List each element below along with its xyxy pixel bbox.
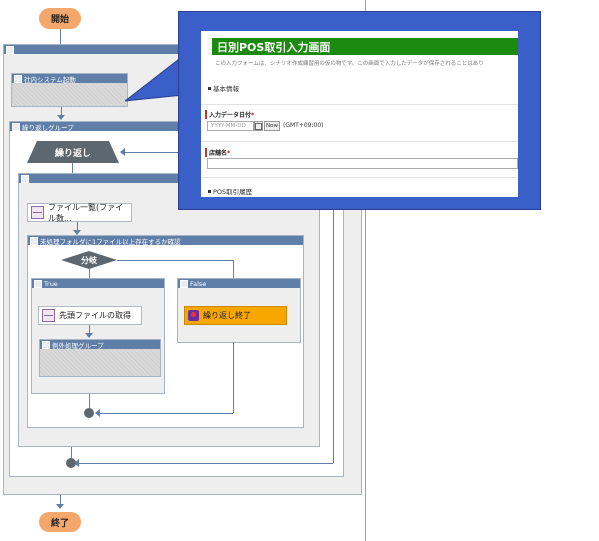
false-title: False bbox=[190, 279, 207, 288]
loop-group-title: 繰り返しグループ bbox=[22, 123, 74, 132]
merge-point bbox=[84, 408, 94, 418]
section-basic-label: 基本情報 bbox=[213, 85, 239, 93]
loop-group-header[interactable]: 繰り返しグループ bbox=[10, 122, 343, 131]
date-label: 入力データ日付* bbox=[205, 110, 254, 119]
form-preview: 日別POS取引入力画面 この入力フォームは、シナリオ作成練習用の仮の物です。この… bbox=[201, 31, 518, 197]
document-icon bbox=[42, 309, 55, 322]
exception-group[interactable]: 例外処理グループ bbox=[39, 339, 161, 377]
true-title: True bbox=[44, 279, 58, 288]
first-file-task[interactable]: 先頭ファイルの取得 bbox=[38, 306, 142, 325]
arrow-down-icon bbox=[85, 333, 93, 338]
branch-false-line bbox=[117, 260, 234, 261]
arrow-down-icon bbox=[73, 230, 81, 235]
connector bbox=[77, 222, 78, 232]
arrow-left-icon bbox=[74, 459, 79, 467]
divider bbox=[201, 141, 518, 142]
system-start-group[interactable]: 社内システム起動 bbox=[11, 73, 128, 107]
false-group-header[interactable]: False bbox=[178, 279, 300, 288]
square-icon bbox=[208, 189, 211, 193]
true-group-header[interactable]: True bbox=[32, 279, 164, 288]
section-pos-label: POS取引履歴 bbox=[213, 188, 253, 196]
false-return-line bbox=[233, 343, 234, 413]
first-file-task-label: 先頭ファイルの取得 bbox=[59, 311, 131, 320]
section-basic: 基本情報 bbox=[208, 83, 239, 93]
connector bbox=[72, 163, 73, 173]
file-list-task-label: ファイル一覧(ファイル数... bbox=[48, 202, 124, 223]
system-start-title: 社内システム起動 bbox=[24, 75, 76, 84]
loop-return-line bbox=[76, 463, 333, 464]
exception-group-title: 例外処理グループ bbox=[52, 341, 104, 350]
group-icon bbox=[180, 279, 188, 288]
square-icon bbox=[208, 86, 211, 90]
group-icon bbox=[12, 122, 20, 131]
loop-return-line bbox=[333, 152, 334, 463]
branch-label: 分岐 bbox=[81, 255, 97, 265]
branch-false-line bbox=[233, 260, 234, 278]
file-list-task[interactable]: ファイル一覧(ファイル数... bbox=[27, 202, 132, 223]
system-start-body bbox=[12, 83, 127, 106]
connector bbox=[60, 29, 61, 44]
group-icon bbox=[30, 236, 38, 245]
canvas-divider bbox=[365, 0, 366, 541]
form-preview-popup: 日別POS取引入力画面 この入力フォームは、シナリオ作成練習用の仮の物です。この… bbox=[178, 11, 541, 210]
date-input[interactable]: YYYY-MM-DD bbox=[207, 121, 254, 131]
merge-point bbox=[66, 458, 76, 468]
group-icon bbox=[42, 340, 50, 349]
store-label: 店舗名* bbox=[205, 148, 230, 157]
check-group-title: 未処理フォルダに1ファイル以上存在するか確認 bbox=[40, 237, 181, 246]
start-node[interactable]: 開始 bbox=[39, 8, 81, 29]
connector bbox=[89, 325, 90, 334]
connector bbox=[89, 269, 90, 278]
form-title-text: 日別POS取引入力画面 bbox=[217, 40, 331, 54]
system-start-header[interactable]: 社内システム起動 bbox=[12, 74, 127, 83]
loop-label: 繰り返し bbox=[54, 148, 91, 159]
start-label: 開始 bbox=[50, 15, 69, 25]
false-return-line bbox=[100, 413, 233, 414]
divider bbox=[201, 177, 518, 178]
form-title: 日別POS取引入力画面 bbox=[212, 38, 518, 55]
loop-node[interactable] bbox=[27, 141, 119, 163]
loop-end-task-label: 繰り返し終了 bbox=[203, 311, 251, 320]
arrow-left-icon bbox=[120, 148, 125, 156]
loop-end-task[interactable]: 繰り返し終了 bbox=[184, 306, 287, 325]
calendar-button[interactable] bbox=[254, 121, 263, 131]
connector bbox=[71, 447, 72, 458]
connector bbox=[60, 495, 61, 506]
check-group-header[interactable]: 未処理フォルダに1ファイル以上存在するか確認 bbox=[28, 236, 303, 245]
calendar-icon bbox=[255, 122, 262, 130]
loop-end-icon bbox=[188, 310, 199, 321]
connector bbox=[61, 107, 62, 117]
inner-group-header[interactable] bbox=[19, 174, 319, 183]
store-input[interactable] bbox=[207, 158, 518, 169]
connector bbox=[89, 394, 90, 408]
end-node[interactable]: 終了 bbox=[39, 512, 81, 532]
loop-return-line bbox=[125, 152, 185, 153]
arrow-down-icon bbox=[57, 115, 65, 120]
exception-group-body bbox=[40, 349, 160, 376]
group-icon bbox=[21, 174, 29, 183]
end-label: 終了 bbox=[50, 518, 69, 529]
group-icon bbox=[6, 45, 14, 54]
document-icon bbox=[31, 206, 44, 219]
arrow-down-icon bbox=[56, 504, 64, 509]
exception-group-header[interactable]: 例外処理グループ bbox=[40, 340, 160, 349]
branch-node[interactable] bbox=[61, 251, 117, 269]
timezone-text: (GMT+09:00) bbox=[283, 122, 324, 129]
group-icon bbox=[34, 279, 42, 288]
divider bbox=[201, 104, 518, 105]
form-description: この入力フォームは、シナリオ作成練習用の仮の物です。この画面で入力したデータが保… bbox=[215, 61, 484, 67]
arrow-left-icon bbox=[95, 409, 100, 417]
now-button[interactable]: Now bbox=[264, 121, 280, 131]
section-pos: POS取引履歴 bbox=[208, 186, 252, 196]
group-icon bbox=[14, 74, 22, 83]
